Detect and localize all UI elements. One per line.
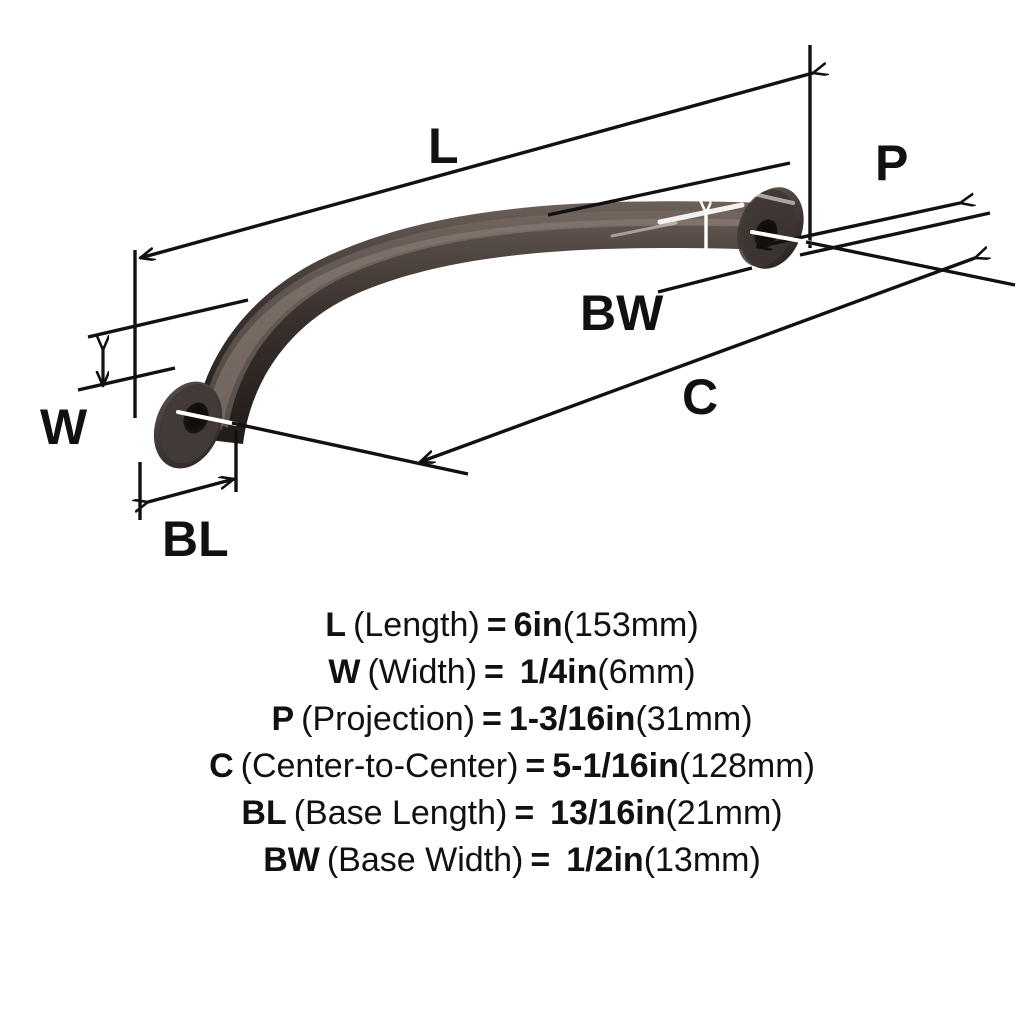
spec-name: (Projection): [301, 700, 475, 738]
spec-equals: =: [481, 700, 502, 738]
C-leader-right-white: [750, 230, 814, 245]
dimension-BW: BW: [580, 213, 753, 341]
left-screw-hole: [183, 402, 209, 434]
P-extension-upper: [547, 161, 791, 217]
right-base: [737, 187, 804, 269]
spec-equals: =: [484, 653, 504, 691]
BL-dimension-line: [148, 479, 234, 502]
spec-metric: (128mm): [678, 747, 815, 785]
dimension-L: L: [87, 45, 813, 418]
handle-illustration: [153, 187, 804, 469]
spec-row-P: P(Projection)=1-3/16in(31mm): [271, 696, 752, 743]
BL-label: BL: [162, 511, 229, 567]
spec-name: (Center-to-Center): [240, 747, 519, 785]
spec-equals: =: [486, 606, 507, 644]
dimension-BL: BL: [140, 430, 238, 567]
left-base: [153, 381, 223, 469]
spec-code: BW: [263, 841, 320, 879]
spec-name: (Base Length): [293, 794, 508, 832]
W-extension-lower: [77, 366, 176, 392]
P-label: P: [875, 135, 908, 191]
spec-value: 1/2in: [566, 841, 644, 879]
spec-equals: =: [525, 747, 546, 785]
handle-highlight-band: [200, 210, 760, 430]
spec-metric: (21mm): [665, 794, 783, 832]
spec-code: BL: [241, 794, 287, 832]
diagram-svg: L W P: [40, 45, 1016, 567]
P-extension-lower: [799, 211, 991, 257]
spec-equals: =: [530, 841, 551, 879]
BW-label: BW: [580, 285, 664, 341]
spec-metric: (153mm): [562, 606, 699, 644]
spec-code: P: [271, 700, 295, 738]
spec-metric: (31mm): [635, 700, 753, 738]
C-leader-left: [231, 421, 469, 476]
C-leader-right: [805, 240, 1016, 287]
spec-name: (Length): [353, 606, 480, 644]
spec-metric: (13mm): [643, 841, 761, 879]
spec-row-L: L(Length)=6in(153mm): [325, 602, 698, 649]
spec-value: 6in: [513, 606, 563, 644]
spec-name: (Base Width): [326, 841, 524, 879]
spec-name: (Width): [367, 653, 478, 691]
spec-value: 1/4in: [519, 653, 598, 691]
product-dimension-diagram: L W P: [40, 45, 1016, 567]
BW-extension-lower: [657, 266, 753, 294]
spec-row-BL: BL(Base Length)= 13/16in(21mm): [241, 790, 782, 837]
spec-value: 13/16in: [550, 794, 666, 832]
L-extension-slope: [87, 298, 249, 339]
C-leader-left-white: [176, 410, 238, 426]
spec-code: W: [328, 653, 361, 691]
L-label: L: [428, 118, 459, 174]
spec-code: L: [325, 606, 347, 644]
spec-code: C: [209, 747, 234, 785]
spec-equals: =: [514, 794, 535, 832]
spec-row-C: C(Center-to-Center)=5-1/16in(128mm): [209, 743, 815, 790]
L-dimension-line: [140, 73, 813, 258]
specification-list: L(Length)=6in(153mm) W(Width)=1/4in(6mm)…: [0, 602, 1024, 884]
C-label: C: [682, 369, 718, 425]
spec-metric: (6mm): [597, 653, 696, 691]
spec-value: 5-1/16in: [552, 747, 679, 785]
dimension-C: C: [176, 230, 1016, 476]
spec-row-BW: BW(Base Width)= 1/2in(13mm): [263, 837, 761, 884]
spec-value: 1-3/16in: [508, 700, 636, 738]
spec-row-W: W(Width)= 1/4in(6mm): [328, 649, 695, 696]
W-label: W: [40, 399, 88, 455]
dimension-W: W: [40, 350, 176, 455]
C-dimension-line: [420, 258, 975, 462]
